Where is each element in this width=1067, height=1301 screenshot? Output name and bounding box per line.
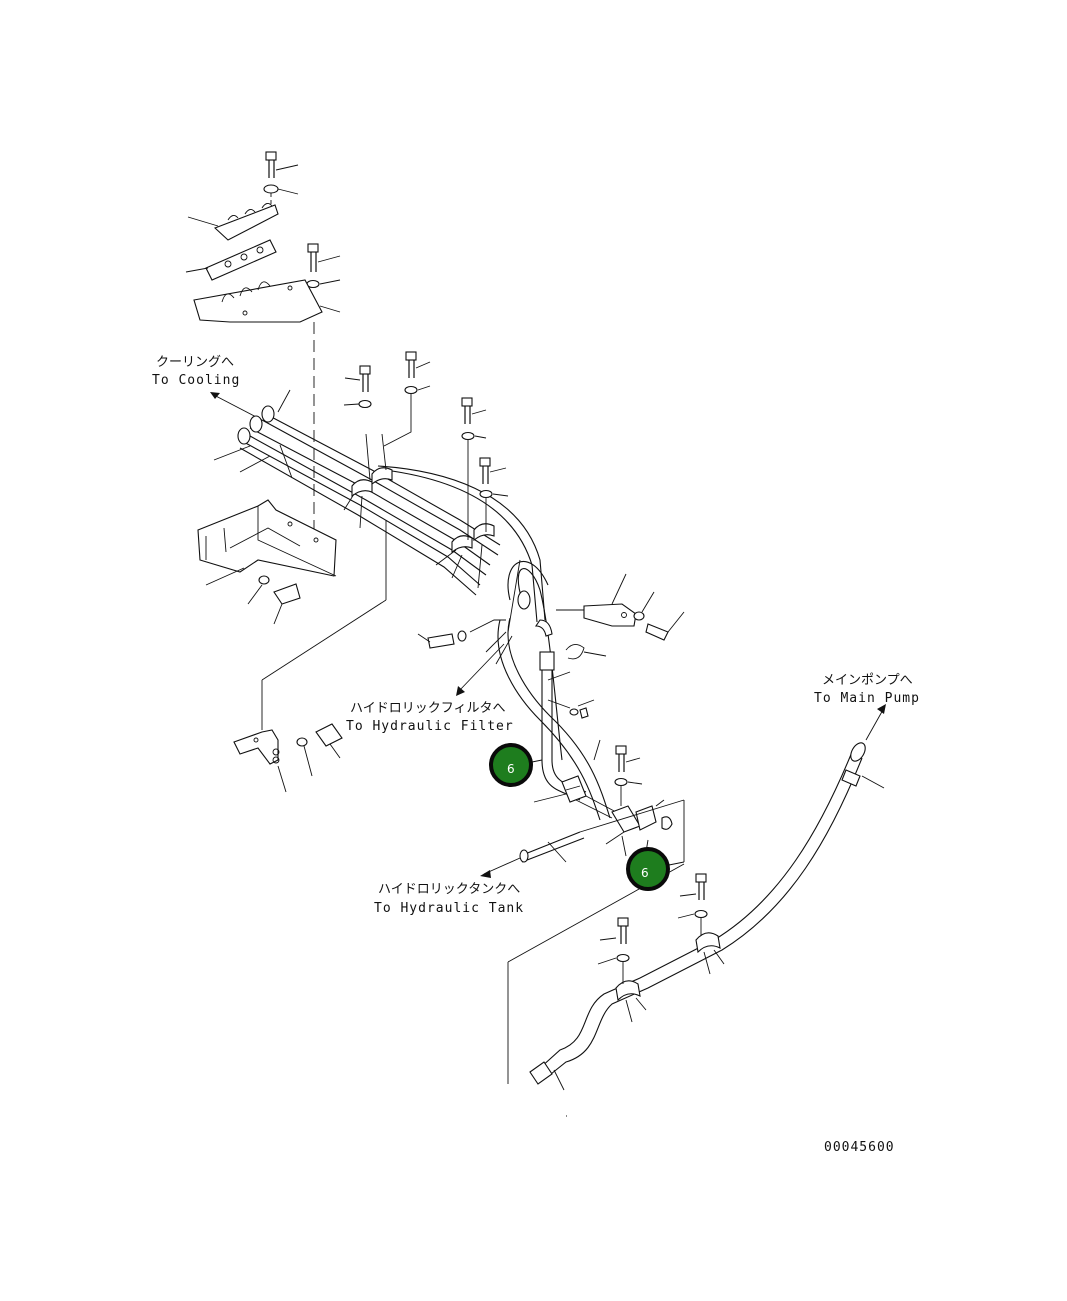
callout-number: 6: [641, 866, 649, 880]
cooling-label-jp: クーリングへ: [156, 355, 234, 370]
cooling-label-en: To Cooling: [152, 373, 240, 388]
callout-2: 6: [626, 839, 670, 891]
lower-middle-fittings: [519, 739, 685, 867]
callout-1: 6: [489, 743, 543, 787]
label-to-hydraulic-tank: ハイドロリックタンクへ To Hydraulic Tank: [374, 857, 524, 916]
main-pump-label-jp: メインポンプへ: [822, 673, 913, 688]
arrowhead-icon: [210, 392, 220, 399]
top-plate-assembly: [185, 151, 341, 540]
main-pump-label-en: To Main Pump: [814, 691, 920, 706]
label-to-hydraulic-filter: ハイドロリックフィルタへ To Hydraulic Filter: [346, 643, 514, 734]
callout-number: 6: [507, 762, 515, 776]
callout-circle: [489, 743, 533, 787]
arrowhead-icon: [877, 704, 886, 714]
support-bracket: [197, 499, 337, 625]
center-fittings: [417, 559, 685, 821]
filter-label-en: To Hydraulic Filter: [346, 719, 514, 734]
lower-left-bracket: [233, 723, 343, 793]
suction-hose: [507, 742, 885, 1091]
tank-label-en: To Hydraulic Tank: [374, 901, 524, 916]
bolt-stack-mid: [343, 351, 509, 540]
drawing-number: 00045600: [824, 1140, 895, 1155]
upper-pipe-bundle: [213, 389, 546, 730]
label-to-cooling: クーリングへ To Cooling: [152, 355, 263, 421]
tank-label-jp: ハイドロリックタンクへ: [378, 882, 520, 897]
callout-circle: [626, 847, 670, 891]
arrowhead-icon: [480, 870, 491, 878]
arrowhead-icon: [456, 686, 465, 696]
label-to-main-pump: メインポンプへ To Main Pump: [814, 673, 920, 741]
filter-label-jp: ハイドロリックフィルタへ: [350, 701, 505, 716]
